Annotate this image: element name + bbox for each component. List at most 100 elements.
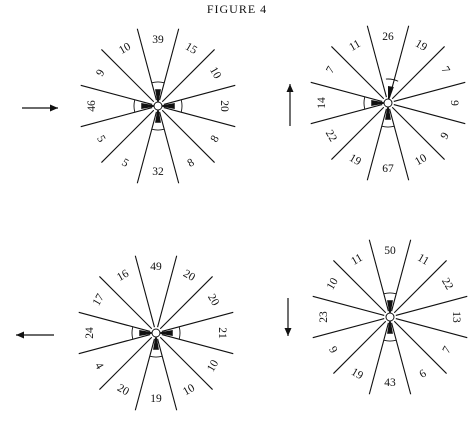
rosette-center (385, 312, 395, 322)
sector-divider-line (161, 334, 234, 355)
arrowhead-icon (284, 328, 292, 336)
sector-divider-line (80, 84, 153, 105)
sector-divider-line (134, 338, 155, 411)
sector-divider-line (391, 46, 445, 100)
sector-count-label: 20 (181, 268, 197, 284)
sector-arc (383, 339, 397, 342)
sector-divider-line (391, 322, 412, 395)
sector-divider-line (310, 81, 383, 102)
sector-arc (385, 78, 399, 82)
sector-count-label: 20 (205, 292, 221, 308)
figure-title: FIGURE 4 (206, 2, 268, 16)
sector-count-label: 49 (150, 261, 162, 273)
frequency-wedge (155, 89, 161, 106)
frequency-wedge (156, 330, 173, 336)
sector-count-label: 10 (181, 382, 197, 398)
sector-count-label: 22 (439, 276, 455, 292)
sector-divider-line (157, 255, 178, 328)
sector-count-label: 32 (152, 166, 164, 178)
frequency-wedge (153, 333, 159, 350)
sector-divider-line (99, 336, 153, 390)
sector-count-label: 19 (347, 152, 363, 168)
sector-arc (151, 81, 165, 84)
frequency-wedge (387, 317, 393, 334)
frequency-wedge (155, 106, 161, 123)
sector-count-label: 7 (441, 344, 454, 355)
sector-divider-line (159, 276, 213, 330)
sector-arc (178, 326, 181, 340)
sector-divider-line (101, 49, 155, 103)
sector-count-label: 6 (418, 367, 429, 380)
sector-count-label: 50 (384, 245, 396, 257)
sector-divider-line (333, 320, 387, 374)
sector-divider-line (78, 334, 151, 355)
sector-count-label: 23 (318, 311, 330, 323)
sector-arc (151, 128, 165, 131)
frequency-wedge (158, 103, 175, 109)
sector-divider-line (393, 320, 447, 374)
sector-divider-line (391, 239, 412, 312)
sector-count-label: 15 (183, 41, 199, 57)
sector-count-label: 26 (382, 31, 394, 43)
sector-count-label: 9 (448, 100, 460, 106)
sector-divider-line (389, 108, 410, 181)
sector-divider-line (136, 111, 157, 184)
sector-arc (383, 292, 397, 295)
sector-divider-line (312, 295, 385, 316)
sector-divider-line (393, 260, 447, 314)
sector-count-label: 20 (115, 382, 131, 398)
arrowhead-icon (50, 104, 58, 112)
rosette-center (151, 328, 161, 338)
sector-divider-line (331, 106, 385, 160)
sector-divider-line (395, 295, 468, 316)
sector-count-label: 46 (86, 100, 98, 112)
sector-divider-line (78, 311, 151, 332)
sector-divider-line (393, 81, 466, 102)
sector-divider-line (159, 336, 213, 390)
rosette-center (153, 101, 163, 111)
frequency-wedge (139, 330, 156, 336)
sector-count-label: 11 (347, 38, 363, 54)
sector-count-label: 5 (94, 134, 107, 145)
sector-count-label: 22 (323, 128, 339, 144)
sector-divider-line (366, 108, 387, 181)
sector-count-label: 10 (205, 358, 221, 374)
sector-count-label: 24 (84, 327, 96, 339)
sector-count-label: 19 (150, 393, 162, 405)
sector-divider-line (395, 318, 468, 339)
sector-count-label: 19 (413, 38, 429, 54)
sector-divider-line (368, 239, 389, 312)
sector-count-label: 11 (349, 252, 365, 268)
sector-arc (131, 326, 134, 340)
arrowhead-icon (16, 331, 24, 339)
sector-divider-line (161, 311, 234, 332)
sector-arc (133, 99, 136, 113)
sector-count-label: 39 (152, 34, 164, 46)
sector-divider-line (159, 28, 180, 101)
sector-count-label: 7 (324, 64, 337, 75)
sector-count-label: 8 (209, 133, 222, 144)
sector-divider-line (80, 107, 153, 128)
frequency-wedge (387, 300, 393, 317)
sector-count-label: 21 (216, 327, 228, 339)
sector-divider-line (393, 104, 466, 125)
sector-divider-line (389, 25, 410, 98)
sector-count-label: 8 (186, 156, 197, 169)
sector-arc (149, 355, 163, 358)
sector-divider-line (312, 318, 385, 339)
sector-count-label: 10 (413, 152, 429, 168)
sector-divider-line (161, 109, 215, 163)
sector-count-label: 9 (94, 67, 107, 78)
sector-divider-line (310, 104, 383, 125)
sector-divider-line (368, 322, 389, 395)
sector-divider-line (159, 111, 180, 184)
sector-divider-line (333, 260, 387, 314)
sector-divider-line (136, 28, 157, 101)
sector-count-label: 10 (207, 65, 223, 81)
sector-count-label: 11 (415, 252, 431, 268)
